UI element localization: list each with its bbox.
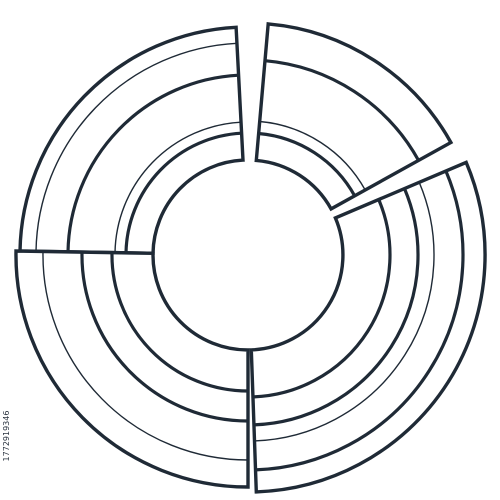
segment-right-band-line-2 xyxy=(253,187,420,427)
segment-upper-right-band-line-2 xyxy=(259,120,366,191)
segment-right xyxy=(249,160,487,494)
segment-lower-left xyxy=(14,249,250,489)
segment-lower-left-band-line-2 xyxy=(80,252,249,423)
segment-right-band-line-1 xyxy=(252,198,392,399)
segment-right-band-line-3 xyxy=(254,182,435,442)
segment-upper-right-band-line-1 xyxy=(258,131,357,197)
segment-upper-left-band-line-1 xyxy=(124,131,242,253)
segment-upper-right-outline xyxy=(254,22,454,212)
segment-upper-right xyxy=(254,22,454,212)
segment-upper-right-band-line-3 xyxy=(264,59,420,162)
segment-upper-left-band-line-4 xyxy=(35,42,237,252)
segment-right-outline xyxy=(249,160,487,494)
stock-id-label: 1772919346 xyxy=(2,410,11,462)
segment-upper-left xyxy=(18,25,245,256)
segment-upper-left-band-line-2 xyxy=(114,121,242,253)
segment-lower-left-band-line-1 xyxy=(110,252,249,393)
segment-lower-left-outline xyxy=(14,249,250,489)
segment-upper-left-band-line-3 xyxy=(66,73,239,252)
segment-right-band-line-4 xyxy=(255,170,465,472)
segment-lower-left-band-line-3 xyxy=(42,251,249,461)
ring-segments xyxy=(14,22,487,494)
